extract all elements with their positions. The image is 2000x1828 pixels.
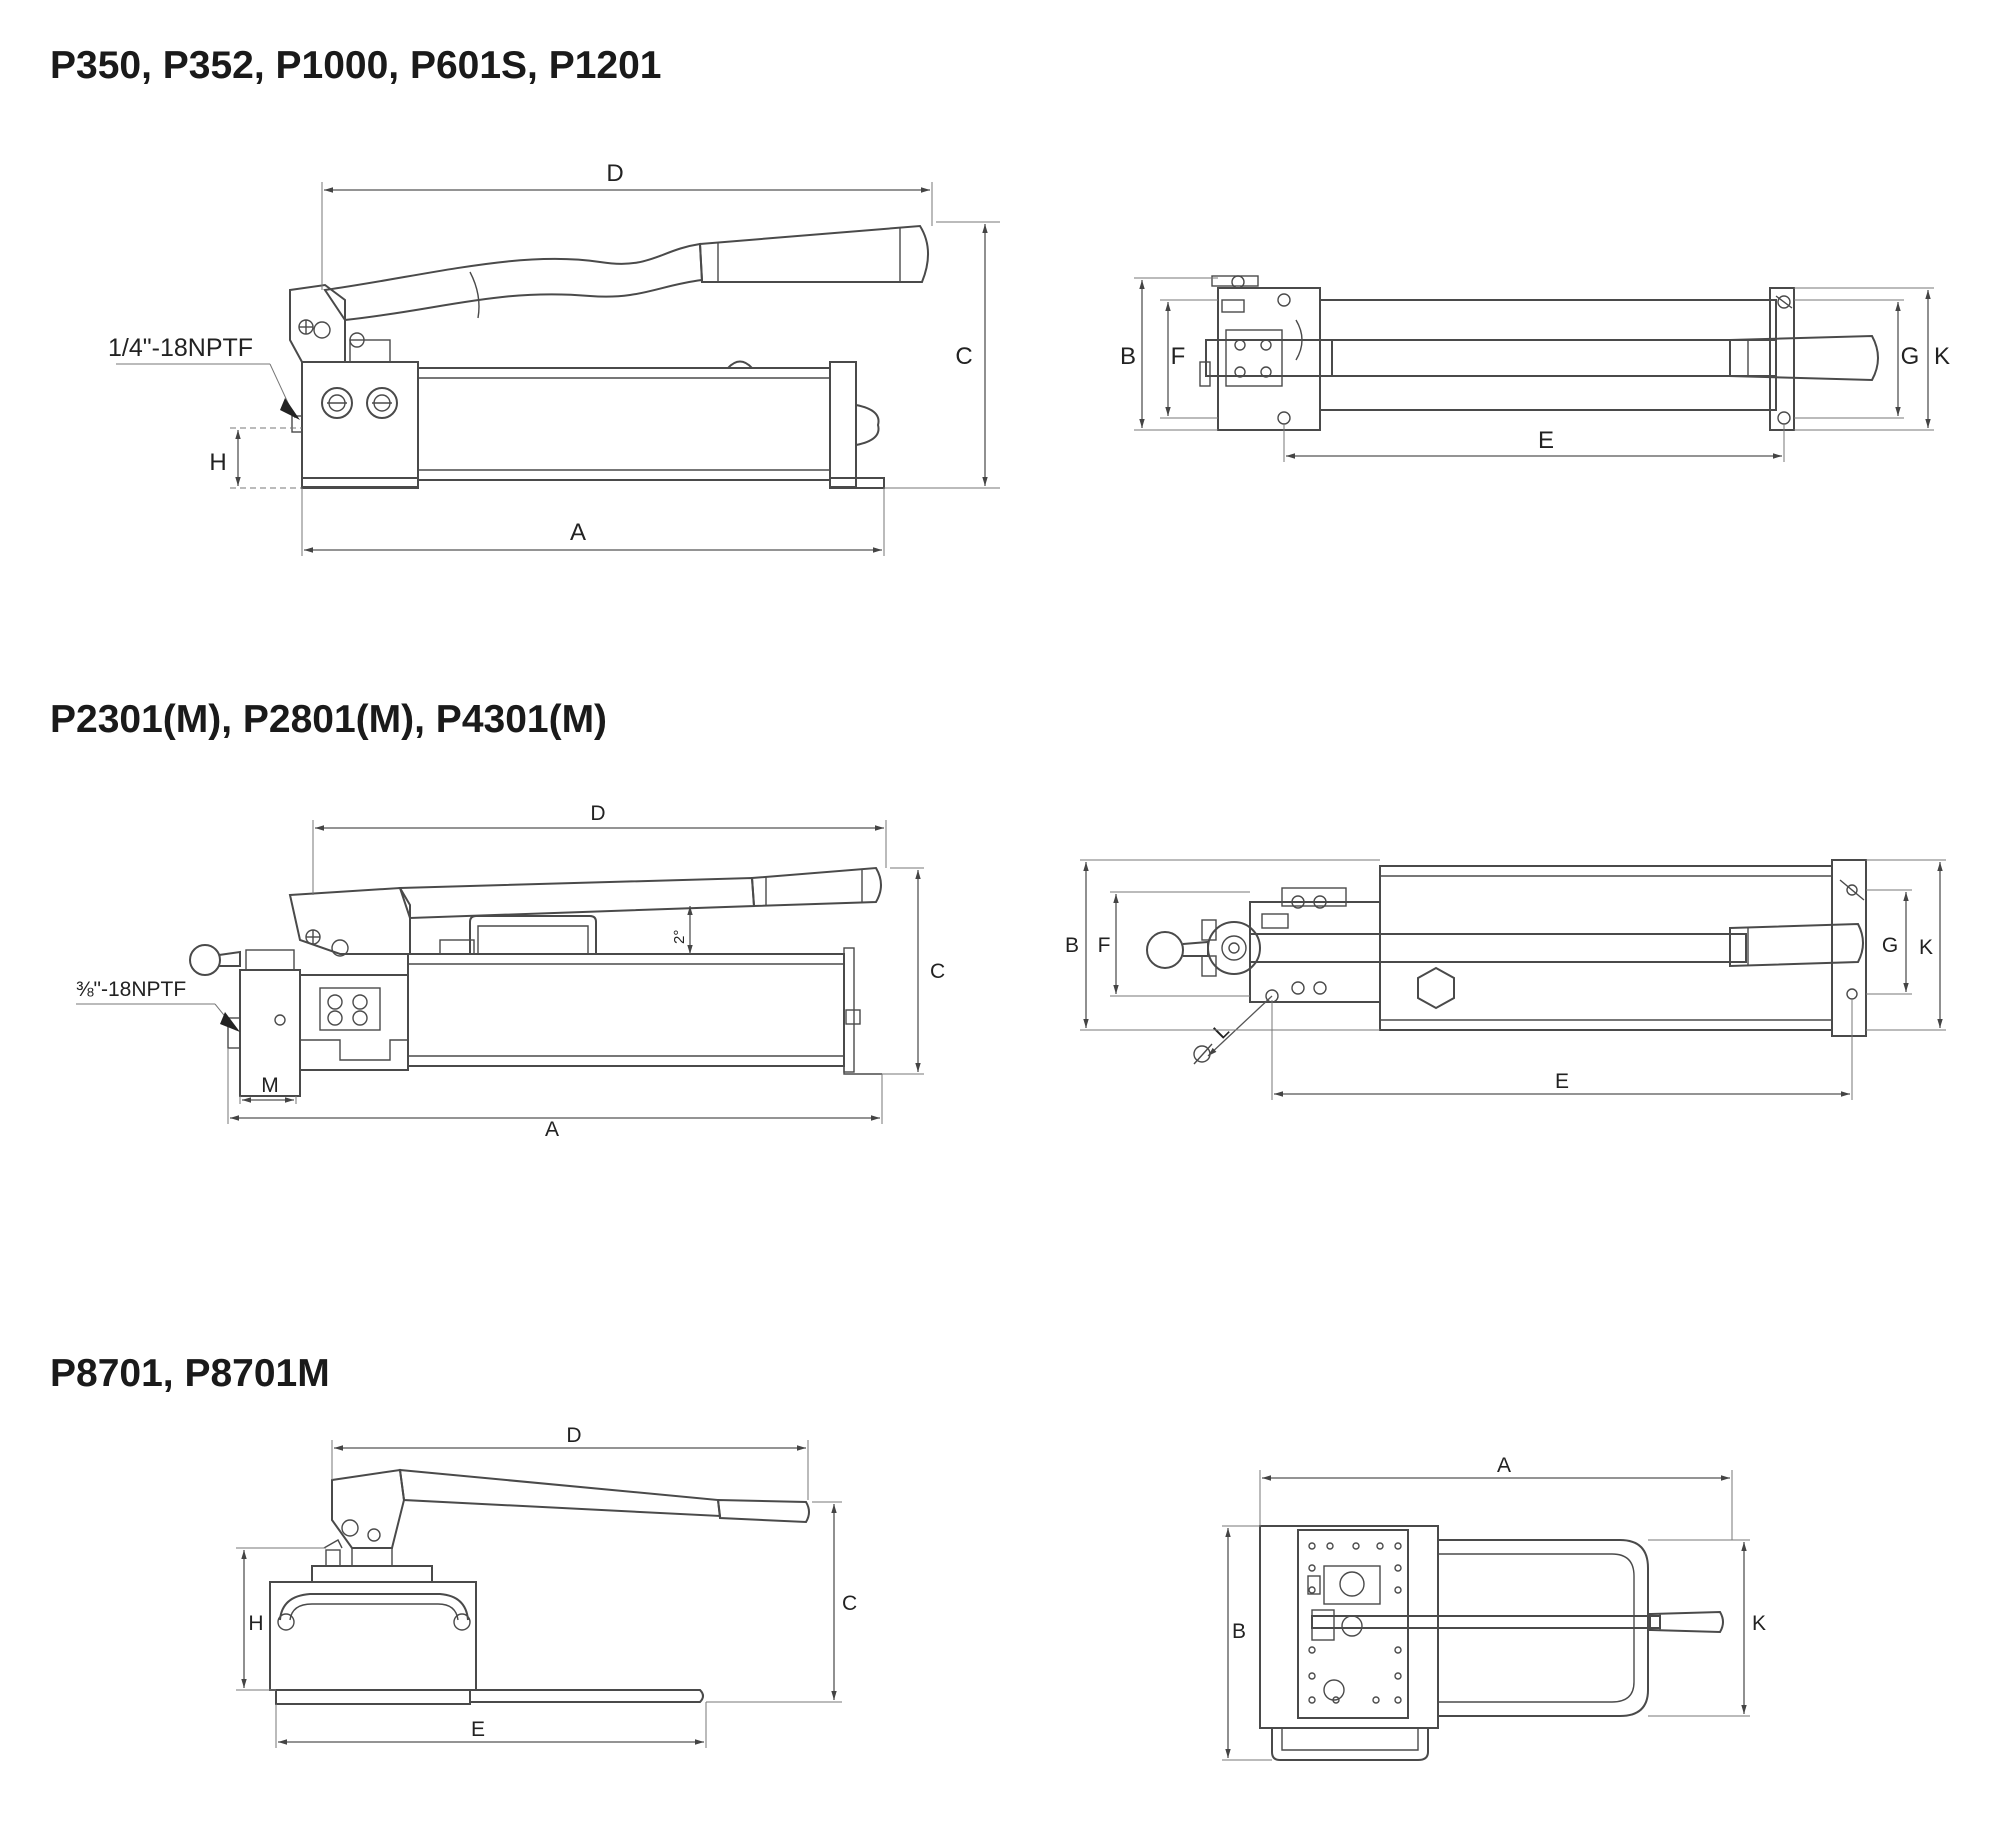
- release-valve-knob: [1146, 931, 1184, 969]
- handle-bracket: [289, 283, 346, 363]
- dim-d: D: [606, 160, 623, 187]
- dim-b: B: [1065, 934, 1079, 957]
- dim-d: D: [566, 1424, 581, 1447]
- handle-grip: [1729, 922, 1864, 968]
- dim-f: F: [1098, 934, 1111, 957]
- dim-k: K: [1919, 936, 1933, 959]
- pump-handle: [398, 876, 756, 920]
- dim-d: D: [590, 802, 605, 825]
- section-title-1: P350, P352, P1000, P601S, P1201: [50, 44, 662, 87]
- reservoir-box: [269, 1581, 477, 1691]
- foot-plate: [470, 1689, 704, 1703]
- end-plate: [1769, 287, 1795, 431]
- end-plate: [1831, 859, 1867, 1037]
- reservoir: [1379, 865, 1833, 1031]
- handle-bracket: [288, 886, 411, 955]
- end-plate: [829, 361, 857, 488]
- section1-top-view: B F G K E: [1120, 275, 1950, 462]
- carry-handle: [1271, 1728, 1429, 1761]
- dim-g: G: [1882, 934, 1898, 957]
- pump-handle: [323, 242, 704, 322]
- dim-e: E: [1538, 427, 1554, 454]
- carry-handle: [279, 1593, 469, 1621]
- dim-a: A: [570, 519, 586, 546]
- dim-f: F: [1171, 343, 1186, 370]
- section3-top-view: A B K: [1222, 1454, 1766, 1761]
- pump-top: [311, 1565, 433, 1583]
- dim-g: G: [1901, 343, 1920, 370]
- dim-l: L: [1209, 1019, 1234, 1044]
- base-plate: [275, 1689, 471, 1705]
- dim-c: C: [842, 1592, 857, 1615]
- dim-a: A: [545, 1118, 559, 1141]
- handle-grip: [1729, 334, 1879, 382]
- dim-a: A: [1497, 1454, 1511, 1477]
- handle-guard: [469, 915, 597, 954]
- pump-handle: [398, 1468, 722, 1518]
- handle-grip: [750, 866, 882, 908]
- section2-side-view: 2° D C M A ⅜"-18NPTF: [76, 802, 945, 1141]
- pump-block: [1249, 901, 1381, 1003]
- dim-c: C: [955, 343, 972, 370]
- section-title-2: P2301(M), P2801(M), P4301(M): [50, 698, 608, 741]
- dim-b: B: [1120, 343, 1136, 370]
- dim-e: E: [471, 1718, 485, 1741]
- dim-k: K: [1934, 343, 1950, 370]
- pump-head: [301, 361, 419, 488]
- handle-grip: [698, 224, 929, 283]
- pump-plate: [1297, 1529, 1409, 1719]
- pump-handle: [1311, 1615, 1661, 1629]
- port-note: ⅜"-18NPTF: [76, 978, 186, 1001]
- reservoir-tube: [1319, 299, 1777, 411]
- section3-side-view: D C H E: [236, 1424, 857, 1748]
- section2-top-view: L B F G K E: [1065, 859, 1946, 1100]
- dim-e: E: [1555, 1070, 1569, 1093]
- section-title-3: P8701, P8701M: [50, 1352, 330, 1395]
- valve-knob: [321, 387, 353, 419]
- pump-handle: [1249, 933, 1747, 963]
- dim-h: H: [248, 1612, 263, 1635]
- pump-block: [1217, 287, 1321, 431]
- reservoir-tube: [417, 367, 831, 481]
- handle-grip: [716, 1498, 810, 1524]
- dim-k: K: [1752, 1612, 1766, 1635]
- filler-cap: [1417, 966, 1455, 1010]
- dim-c: C: [930, 960, 945, 983]
- handle-grip: [1649, 1610, 1724, 1634]
- port-note: 1/4"-18NPTF: [108, 334, 253, 362]
- dim-b: B: [1232, 1620, 1246, 1643]
- valve-knob: [366, 387, 398, 419]
- section1-side-view: D C H A 1/4"-18NPTF: [108, 160, 1000, 556]
- dim-h: H: [209, 449, 226, 476]
- angle-note: 2°: [671, 930, 688, 944]
- dim-m: M: [261, 1074, 279, 1097]
- release-valve-knob: [189, 944, 221, 976]
- reservoir-tube: [407, 953, 845, 1067]
